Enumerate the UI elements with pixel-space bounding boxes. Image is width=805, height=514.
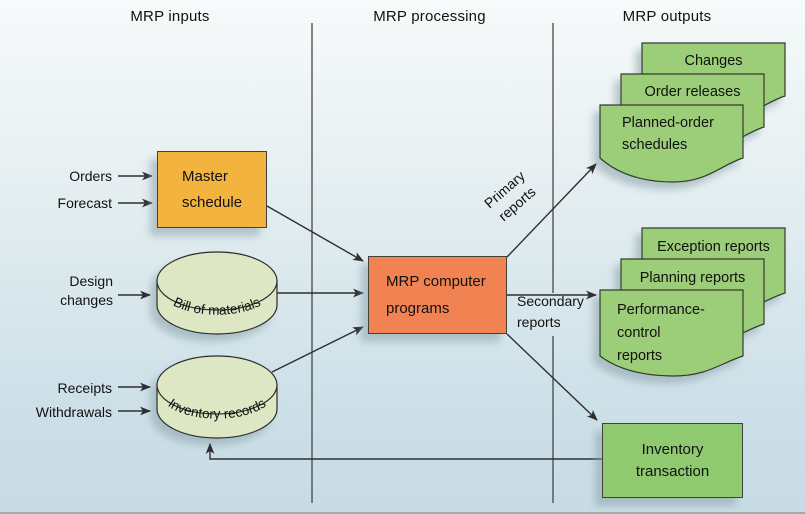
header-mrp-outputs: MRP outputs [622, 8, 712, 25]
mrp-computer-programs-label: MRP computer programs [386, 273, 486, 317]
label-secondary-reports: Secondary reports [517, 293, 584, 330]
doc-label-order-releases: Order releases [644, 84, 741, 100]
primary-reports-doc-stack [599, 42, 786, 183]
inventory-transaction-box: Inventory transaction [602, 423, 743, 498]
doc-label-planned-order-schedules: Planned-order schedules [622, 115, 714, 153]
flow-arrows [118, 163, 602, 460]
arrow-primary-reports [506, 163, 597, 258]
inventory-transaction-label: Inventory transaction [635, 440, 710, 480]
doc-performance-control-reports [599, 289, 744, 377]
arrow-feedback-to-inventory-records [205, 442, 602, 460]
doc-label-changes: Changes [684, 53, 743, 69]
inventory-records-top [156, 355, 278, 415]
arrow-master-to-mrp [266, 205, 364, 262]
bill-of-materials-datastore [156, 251, 278, 335]
doc-planned-order-schedules [599, 104, 744, 183]
arrow-inventory-to-mrp [271, 326, 364, 373]
label-design-changes: Design changes [60, 273, 113, 308]
doc-label-performance-control-reports: Performance- control reports [617, 302, 705, 364]
inventory-records-datastore [156, 355, 278, 439]
bill-of-materials-top [156, 251, 278, 311]
header-mrp-processing: MRP processing [373, 8, 486, 25]
doc-label-exception-reports: Exception reports [657, 239, 770, 255]
label-withdrawals: Withdrawals [35, 404, 112, 420]
arrow-mrp-to-inventory-transaction [506, 333, 598, 421]
mrp-computer-programs-box: MRP computer programs [368, 256, 507, 334]
label-forecast: Forecast [57, 195, 112, 211]
master-schedule-box: Master schedule [157, 151, 267, 228]
master-schedule-label: Master schedule [182, 167, 243, 211]
doc-label-planning-reports: Planning reports [639, 270, 746, 286]
label-receipts: Receipts [57, 380, 112, 396]
secondary-reports-doc-stack [599, 227, 786, 377]
label-orders: Orders [69, 168, 112, 184]
header-mrp-inputs: MRP inputs [130, 8, 210, 25]
